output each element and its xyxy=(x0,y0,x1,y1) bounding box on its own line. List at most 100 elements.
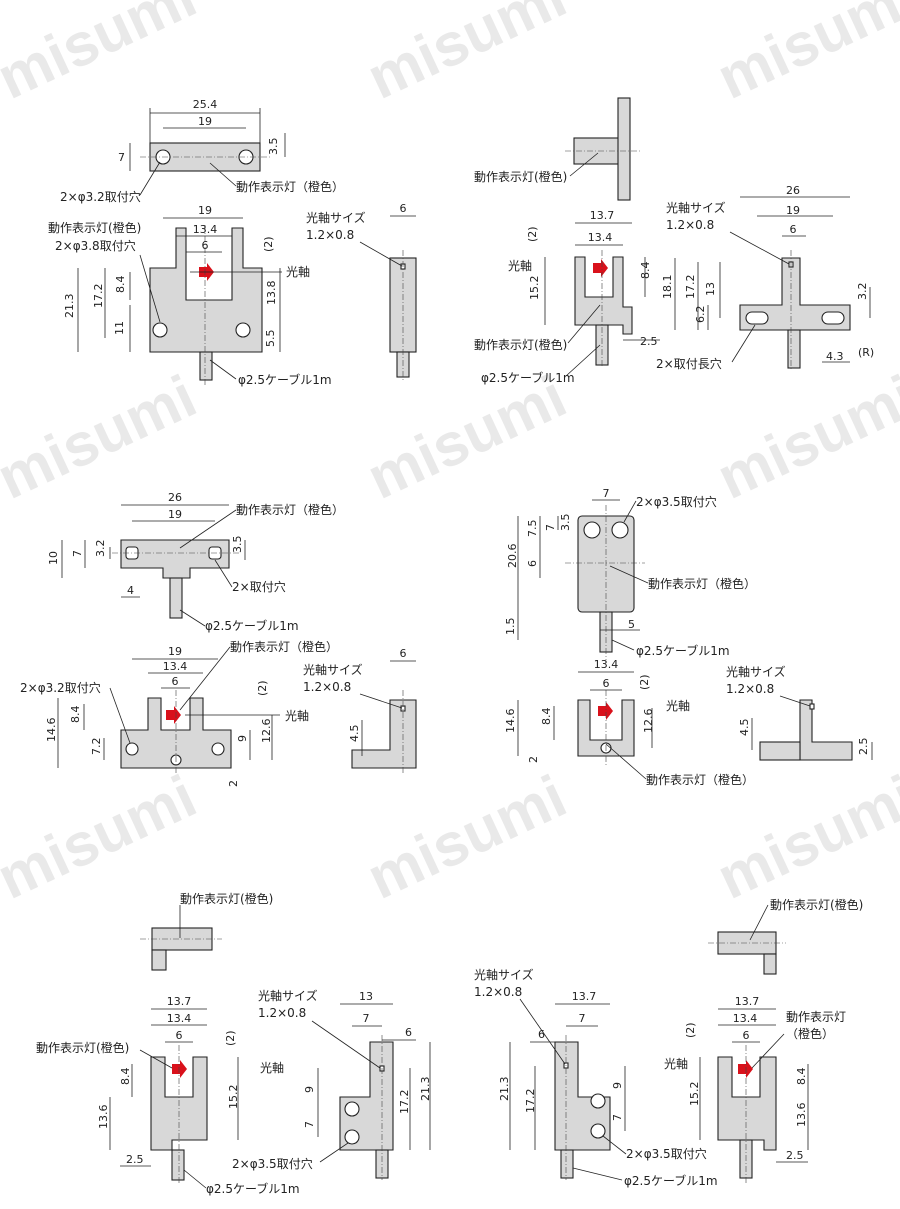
dim-label: 18.1 xyxy=(661,275,674,300)
dim-label: 4 xyxy=(127,584,134,597)
watermark: misumi xyxy=(707,0,900,112)
indicator-arrow xyxy=(166,706,181,724)
dim-label: 19 xyxy=(168,645,182,658)
dim-label: 6 xyxy=(176,1029,183,1042)
dim-label: 13.4 xyxy=(167,1012,192,1025)
dim-label: 2.5 xyxy=(857,738,870,756)
dim-label: 4.5 xyxy=(738,719,751,737)
cable-stub xyxy=(199,351,213,381)
panel-1: 25.4 19 7 3.5 2×φ3.2取付穴 動作表示灯（橙色） 19 13.… xyxy=(48,98,417,387)
dim-label: 6.2 xyxy=(694,306,707,324)
cable-label: φ2.5ケーブル1m xyxy=(238,372,332,387)
dim-label: 11 xyxy=(113,321,126,335)
axis-label: 光軸 xyxy=(286,265,310,279)
indicator-arrow xyxy=(738,1060,753,1078)
watermark: misumi xyxy=(0,762,206,911)
dim-label: 4.3 xyxy=(826,350,844,363)
dim-label: 14.6 xyxy=(504,709,517,734)
sensor-top-leg xyxy=(151,949,167,971)
axis-label: 光軸 xyxy=(260,1061,284,1075)
axis-size-value: 1.2×0.8 xyxy=(258,1006,306,1020)
panel-3: 26 19 動作表示灯（橙色） 10 7 3.2 3.5 2×取付穴 4 φ2.… xyxy=(20,491,417,787)
cable-label: φ2.5ケーブル1m xyxy=(481,370,575,385)
cable-stub xyxy=(560,1149,574,1179)
dim-label: 8.4 xyxy=(114,276,127,294)
cable-label: φ2.5ケーブル1m xyxy=(205,618,299,633)
watermark: misumi xyxy=(0,362,206,511)
dim-label: 19 xyxy=(198,115,212,128)
axis-label: 光軸 xyxy=(508,259,532,273)
axis-label: 光軸 xyxy=(666,699,690,713)
dim-label: 17.2 xyxy=(524,1089,537,1114)
dim-label: (2) xyxy=(526,226,539,242)
dim-label: 15.2 xyxy=(227,1085,240,1110)
axis-size-label: 光軸サイズ xyxy=(258,988,318,1003)
dim-label: 3.5 xyxy=(231,536,244,554)
dim-label: 7.5 xyxy=(526,520,539,538)
mount-hole xyxy=(344,1129,360,1145)
dim-label: 19 xyxy=(786,204,800,217)
dim-label: 7.2 xyxy=(90,738,103,756)
dim-label: 7 xyxy=(71,550,84,557)
axis-label: 光軸 xyxy=(664,1057,688,1071)
dim-label: (2) xyxy=(684,1022,697,1038)
dim-label: 2.5 xyxy=(786,1149,804,1162)
dim-label: 6 xyxy=(790,223,797,236)
dim-label: 12.6 xyxy=(260,719,273,744)
dim-label: 25.4 xyxy=(193,98,218,111)
dim-label: (2) xyxy=(224,1030,237,1046)
dim-label: (2) xyxy=(262,236,275,252)
sensor-side-view xyxy=(554,1041,611,1151)
dim-label: 2 xyxy=(227,780,240,787)
mount-hole xyxy=(611,521,629,539)
dim-label: 2.5 xyxy=(640,335,658,348)
dim-label: 14.6 xyxy=(45,718,58,743)
mount-hole xyxy=(211,742,225,756)
axis-label: 光軸 xyxy=(285,709,309,723)
slots-label: 2×取付長穴 xyxy=(656,356,722,371)
mount-hole xyxy=(235,322,251,338)
dim-label: 7 xyxy=(611,1114,624,1121)
mount-slot xyxy=(821,311,845,325)
dim-label: 3.2 xyxy=(94,540,107,558)
dim-label: 13.6 xyxy=(795,1103,808,1128)
axis-size-label: 光軸サイズ xyxy=(726,664,786,679)
mount-hole xyxy=(590,1123,606,1139)
dim-label: 6 xyxy=(743,1029,750,1042)
sensor-side-view xyxy=(799,699,853,761)
axis-size-label: 光軸サイズ xyxy=(474,967,534,982)
dim-label: 7 xyxy=(544,524,557,531)
cable-stub xyxy=(759,741,801,761)
dim-label: 6 xyxy=(172,675,179,688)
led-label: 動作表示灯(橙色) xyxy=(180,891,273,906)
axis-size-label: 光軸サイズ xyxy=(306,210,366,225)
cable-label: φ2.5ケーブル1m xyxy=(624,1173,718,1188)
dim-label: 19 xyxy=(168,508,182,521)
dim-label: 13.4 xyxy=(594,658,619,671)
holes-label: 2×φ3.2取付穴 xyxy=(60,189,141,204)
dim-label: 6 xyxy=(400,202,407,215)
dim-label: 4.5 xyxy=(348,725,361,743)
dim-label: 7 xyxy=(303,1121,316,1128)
dim-label: 8.4 xyxy=(119,1068,132,1086)
mount-hole xyxy=(583,521,601,539)
cable-stub xyxy=(787,329,801,369)
led-label: 動作表示灯（橙色） xyxy=(648,576,756,591)
dim-label: 15.2 xyxy=(688,1082,701,1107)
watermark-layer: misumi misumi misumi misumi misumi misum… xyxy=(0,0,900,912)
indicator-arrow xyxy=(598,702,613,720)
watermark: misumi xyxy=(707,362,900,511)
dim-label: 3.2 xyxy=(856,283,869,301)
dim-label: 6 xyxy=(405,1026,412,1039)
dim-label: 6 xyxy=(538,1028,545,1041)
led-label: 動作表示灯(橙色) xyxy=(474,337,567,352)
dim-label: 5 xyxy=(628,618,635,631)
cable-stub xyxy=(171,1149,185,1181)
led-label: 動作表示灯(橙色) xyxy=(36,1040,129,1055)
dim-label: 21.3 xyxy=(63,294,76,319)
led-label: 動作表示灯（橙色） xyxy=(236,179,344,194)
dim-label: 6 xyxy=(400,647,407,660)
dim-label: 13.8 xyxy=(265,281,278,306)
